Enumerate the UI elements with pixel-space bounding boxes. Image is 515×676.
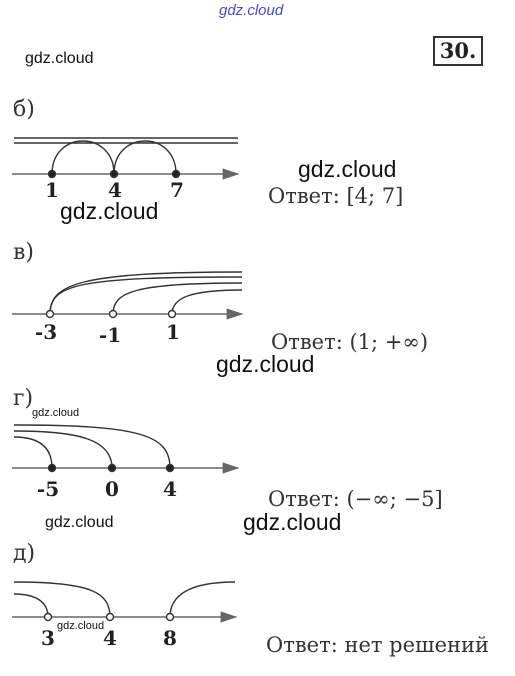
arc-b1	[51, 140, 115, 175]
watermark: gdz.cloud	[25, 50, 94, 67]
point-open	[108, 309, 118, 319]
tick-label: 3	[41, 626, 55, 650]
ray-g1	[13, 436, 53, 469]
point-open	[43, 612, 53, 622]
tick-label: 4	[163, 477, 177, 501]
watermark-top: gdz.cloud	[219, 2, 284, 19]
tick-label: 1	[45, 178, 59, 202]
tick-label: 4	[103, 626, 117, 650]
number-line-g	[12, 424, 240, 474]
watermark: gdz.cloud	[243, 509, 342, 535]
number-line-d	[12, 581, 238, 623]
tick-label: -1	[99, 323, 121, 347]
ray-g2	[13, 430, 113, 469]
ray-v3	[171, 289, 243, 315]
number-line-b	[12, 137, 240, 180]
watermark: gdz.cloud	[60, 198, 159, 224]
answer-v: Ответ: (1; +∞)	[271, 330, 429, 354]
point-open	[167, 309, 177, 319]
problem-number: 30.	[433, 36, 483, 66]
watermark: gdz.cloud	[45, 514, 114, 531]
tick-label: -5	[37, 477, 59, 501]
point-filled	[165, 463, 175, 473]
watermark: gdz.cloud	[298, 156, 397, 182]
tick-label: 1	[166, 320, 180, 344]
watermark: gdz.cloud	[57, 620, 105, 632]
point-filled	[47, 169, 57, 179]
tick-label: 4	[108, 178, 122, 202]
arc-b2	[113, 140, 177, 175]
ray-v2	[112, 282, 243, 315]
ray-v1b	[49, 276, 243, 315]
ray-d1	[13, 581, 111, 618]
point-open	[105, 612, 115, 622]
point-filled	[107, 463, 117, 473]
part-label-b: б)	[13, 97, 35, 122]
tick-label: -3	[35, 320, 57, 344]
tick-label: 8	[163, 626, 177, 650]
point-filled	[47, 463, 57, 473]
part-label-g: г)	[13, 386, 34, 411]
point-open	[45, 309, 55, 319]
answer-g: Ответ: (−∞; −5]	[268, 487, 443, 511]
answer-b: Ответ: [4; 7]	[268, 184, 404, 208]
watermark: gdz.cloud	[32, 407, 80, 419]
point-filled	[109, 169, 119, 179]
point-open	[165, 612, 175, 622]
part-label-v: в)	[13, 240, 34, 265]
ray-d2	[13, 593, 49, 618]
point-filled	[171, 169, 181, 179]
part-label-d: д)	[13, 541, 36, 566]
ray-g3	[13, 424, 171, 469]
ray-d3	[169, 581, 236, 618]
number-line-v	[12, 271, 244, 320]
answer-d: Ответ: нет решений	[266, 633, 489, 657]
tick-label: 0	[105, 477, 119, 501]
tick-label: 7	[170, 178, 184, 202]
watermark: gdz.cloud	[216, 351, 315, 377]
